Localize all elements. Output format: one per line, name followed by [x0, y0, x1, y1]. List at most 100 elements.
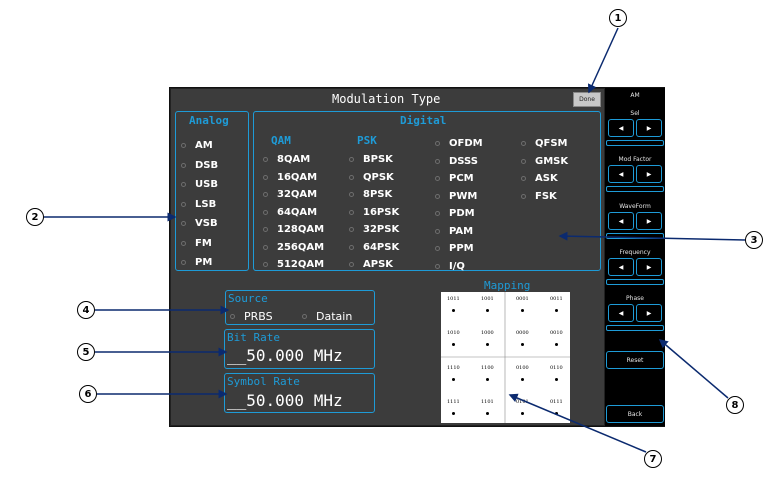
map-code: 1001 [481, 296, 494, 302]
qam-header: QAM [271, 134, 291, 147]
callout-2: 2 [26, 208, 44, 226]
radio-32psk[interactable]: 32PSK [349, 221, 399, 239]
constellation-point [452, 309, 455, 312]
waveform-right-button[interactable]: ▶ [636, 212, 662, 230]
radio-lsb[interactable]: LSB [181, 195, 218, 215]
radio-pam[interactable]: PAM [435, 223, 483, 241]
psk-options: BPSK QPSK 8PSK 16PSK 32PSK 64PSK APSK [349, 151, 399, 274]
map-code: 1010 [447, 330, 460, 336]
bit-rate-value[interactable]: __50.000 MHz [227, 346, 343, 365]
map-code: 1111 [447, 399, 460, 405]
mod-factor-left-button[interactable]: ◀ [608, 165, 634, 183]
radio-qpsk[interactable]: QPSK [349, 169, 399, 187]
radio-circle-icon [349, 244, 354, 250]
callout-8: 8 [726, 396, 744, 414]
mod-factor-label: Mod Factor [618, 156, 652, 163]
map-code: 1110 [447, 365, 460, 371]
frequency-value-bar [606, 279, 664, 285]
right-arrow-icon: ▶ [646, 217, 652, 225]
map-code: 0100 [516, 365, 529, 371]
mapping-constellation: 1011 1001 0001 0011 1010 1000 0000 0010 … [441, 292, 570, 423]
constellation-point [555, 309, 558, 312]
radio-circle-icon [263, 157, 268, 163]
radio-16psk[interactable]: 16PSK [349, 204, 399, 222]
radio-circle-icon [349, 209, 354, 215]
sel-label: Sel [630, 110, 640, 117]
radio-am[interactable]: AM [181, 136, 218, 156]
constellation-point [486, 378, 489, 381]
radio-circle-icon [521, 176, 526, 182]
callout-6: 6 [79, 385, 97, 403]
map-code: 1000 [481, 330, 494, 336]
radio-bpsk[interactable]: BPSK [349, 151, 399, 169]
radio-pdm[interactable]: PDM [435, 205, 483, 223]
frequency-right-button[interactable]: ▶ [636, 258, 662, 276]
constellation-point [486, 412, 489, 415]
sel-right-button[interactable]: ▶ [636, 119, 662, 137]
radio-circle-icon [263, 174, 268, 180]
back-button[interactable]: Back [606, 405, 664, 423]
constellation-point [452, 343, 455, 346]
reset-button[interactable]: Reset [606, 351, 664, 369]
map-code: 0011 [550, 296, 563, 302]
psk-header: PSK [357, 134, 377, 147]
phase-left-button[interactable]: ◀ [608, 304, 634, 322]
radio-256qam[interactable]: 256QAM [263, 239, 324, 257]
radio-fsk[interactable]: FSK [521, 188, 568, 206]
radio-qfsm[interactable]: QFSM [521, 135, 568, 153]
radio-8qam[interactable]: 8QAM [263, 151, 324, 169]
radio-vsb[interactable]: VSB [181, 214, 218, 234]
radio-16qam[interactable]: 16QAM [263, 169, 324, 187]
radio-pcm[interactable]: PCM [435, 170, 483, 188]
radio-circle-icon [181, 260, 186, 266]
radio-prbs[interactable]: PRBS [230, 310, 273, 323]
radio-circle-icon [263, 227, 268, 233]
constellation-point [521, 378, 524, 381]
radio-ofdm[interactable]: OFDM [435, 135, 483, 153]
mod-factor-right-button[interactable]: ▶ [636, 165, 662, 183]
radio-circle-icon [435, 211, 440, 217]
done-button[interactable]: Done [573, 92, 601, 107]
left-arrow-icon: ◀ [618, 124, 624, 132]
radio-apsk[interactable]: APSK [349, 256, 399, 274]
symbol-rate-value[interactable]: __50.000 MHz [227, 391, 343, 410]
radio-dsss[interactable]: DSSS [435, 153, 483, 171]
radio-circle-icon [349, 227, 354, 233]
radio-pm[interactable]: PM [181, 253, 218, 273]
callout-7: 7 [644, 450, 662, 468]
constellation-point [486, 309, 489, 312]
radio-ppm[interactable]: PPM [435, 240, 483, 258]
radio-usb[interactable]: USB [181, 175, 218, 195]
mod-factor-value-bar [606, 186, 664, 192]
map-code: 0101 [516, 399, 529, 405]
radio-32qam[interactable]: 32QAM [263, 186, 324, 204]
sel-value-bar [606, 140, 664, 146]
radio-128qam[interactable]: 128QAM [263, 221, 324, 239]
right-arrow-icon: ▶ [646, 170, 652, 178]
sel-left-button[interactable]: ◀ [608, 119, 634, 137]
radio-circle-icon [263, 262, 268, 268]
radio-8psk[interactable]: 8PSK [349, 186, 399, 204]
radio-pwm[interactable]: PWM [435, 188, 483, 206]
frequency-left-button[interactable]: ◀ [608, 258, 634, 276]
radio-dsb[interactable]: DSB [181, 156, 218, 176]
radio-iq[interactable]: I/Q [435, 258, 483, 276]
radio-fm[interactable]: FM [181, 234, 218, 254]
radio-gmsk[interactable]: GMSK [521, 153, 568, 171]
callout-1: 1 [609, 9, 627, 27]
phase-right-button[interactable]: ▶ [636, 304, 662, 322]
radio-64psk[interactable]: 64PSK [349, 239, 399, 257]
map-code: 0110 [550, 365, 563, 371]
left-arrow-icon: ◀ [618, 217, 624, 225]
radio-datain[interactable]: Datain [302, 310, 352, 323]
left-arrow-icon: ◀ [618, 170, 624, 178]
radio-ask[interactable]: ASK [521, 170, 568, 188]
radio-circle-icon [435, 158, 440, 164]
symbol-rate-header: Symbol Rate [227, 375, 300, 388]
radio-64qam[interactable]: 64QAM [263, 204, 324, 222]
constellation-point [521, 343, 524, 346]
waveform-left-button[interactable]: ◀ [608, 212, 634, 230]
map-code: 1100 [481, 365, 494, 371]
radio-512qam[interactable]: 512QAM [263, 256, 324, 274]
radio-circle-icon [181, 143, 186, 149]
